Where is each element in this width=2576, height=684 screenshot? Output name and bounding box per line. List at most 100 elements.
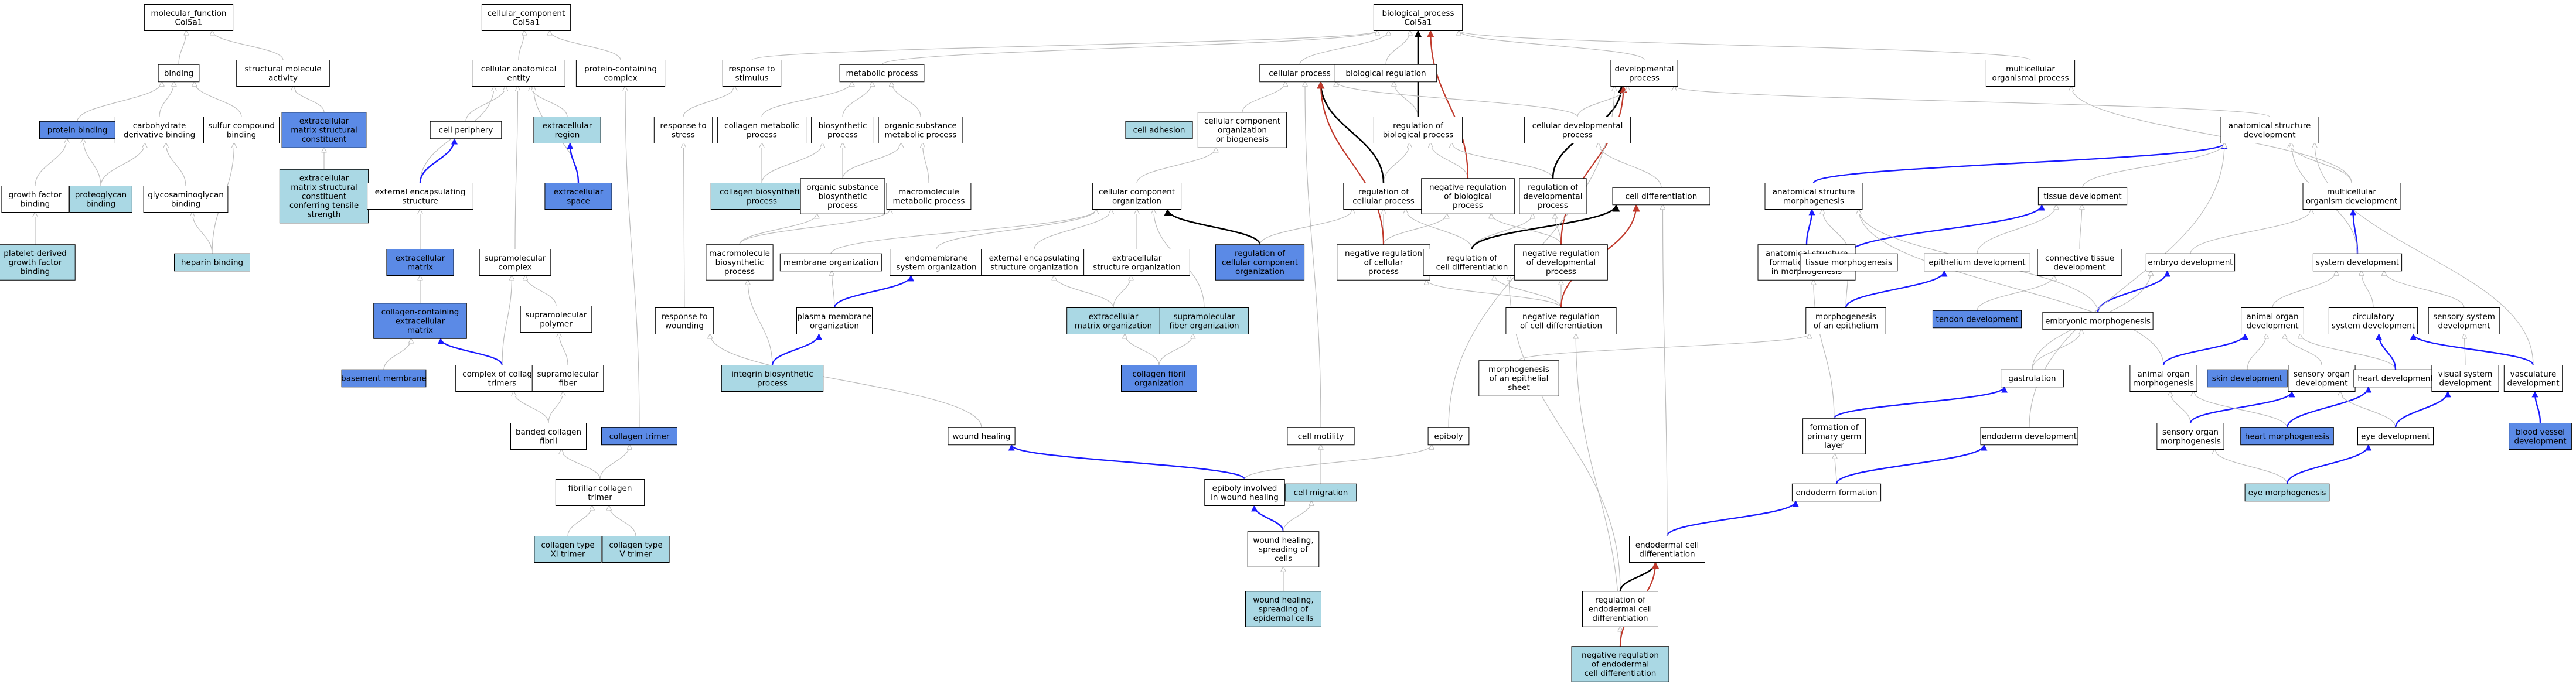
node-cellmig[interactable]: cell migration	[1284, 483, 1357, 502]
node-eyedev[interactable]: eye development	[2357, 427, 2434, 446]
node-gastrulation[interactable]: gastrulation	[2001, 369, 2064, 388]
node-endoform[interactable]: endoderm formation	[1791, 483, 1882, 502]
node-heartdev[interactable]: heart development	[2353, 369, 2438, 388]
node-sysdev[interactable]: system development	[2312, 253, 2403, 272]
node-endodev[interactable]: endoderm development	[1980, 427, 2078, 446]
node-tissuedev[interactable]: tissue development	[2037, 187, 2128, 206]
node-tendondev[interactable]: tendon development	[1932, 310, 2022, 329]
node-cellmot[interactable]: cell motility	[1287, 427, 1355, 446]
node-metab[interactable]: metabolic process	[839, 64, 925, 83]
node-celladh[interactable]: cell adhesion	[1125, 121, 1193, 139]
node-celldiff[interactable]: cell differentiation	[1612, 187, 1710, 206]
node-membrorg[interactable]: membrane organization	[779, 253, 882, 272]
node-tissuemorph[interactable]: tissue morphogenesis	[1800, 253, 1898, 272]
node-cellper[interactable]: cell periphery	[430, 121, 502, 139]
node-eyemorph[interactable]: eye morphogenesis	[2244, 483, 2330, 502]
node-basement[interactable]: basement membrane	[341, 369, 427, 388]
node-binding[interactable]: binding	[158, 64, 200, 83]
node-bioreg[interactable]: biological regulation	[1334, 64, 1437, 83]
node-heartmorph[interactable]: heart morphogenesis	[2240, 427, 2334, 446]
node-cellproc[interactable]: cellular process	[1259, 64, 1340, 83]
node-epiboly[interactable]: epiboly	[1427, 427, 1470, 446]
node-epidev[interactable]: epithelium development	[1924, 253, 2030, 272]
node-woundheal[interactable]: wound healing	[948, 427, 1016, 446]
node-skindev[interactable]: skin development	[2207, 369, 2288, 388]
node-protbind[interactable]: protein binding	[39, 121, 115, 139]
node-colltrimer[interactable]: collagen trimer	[601, 427, 677, 446]
node-embryodev[interactable]: embryo development	[2145, 253, 2236, 272]
